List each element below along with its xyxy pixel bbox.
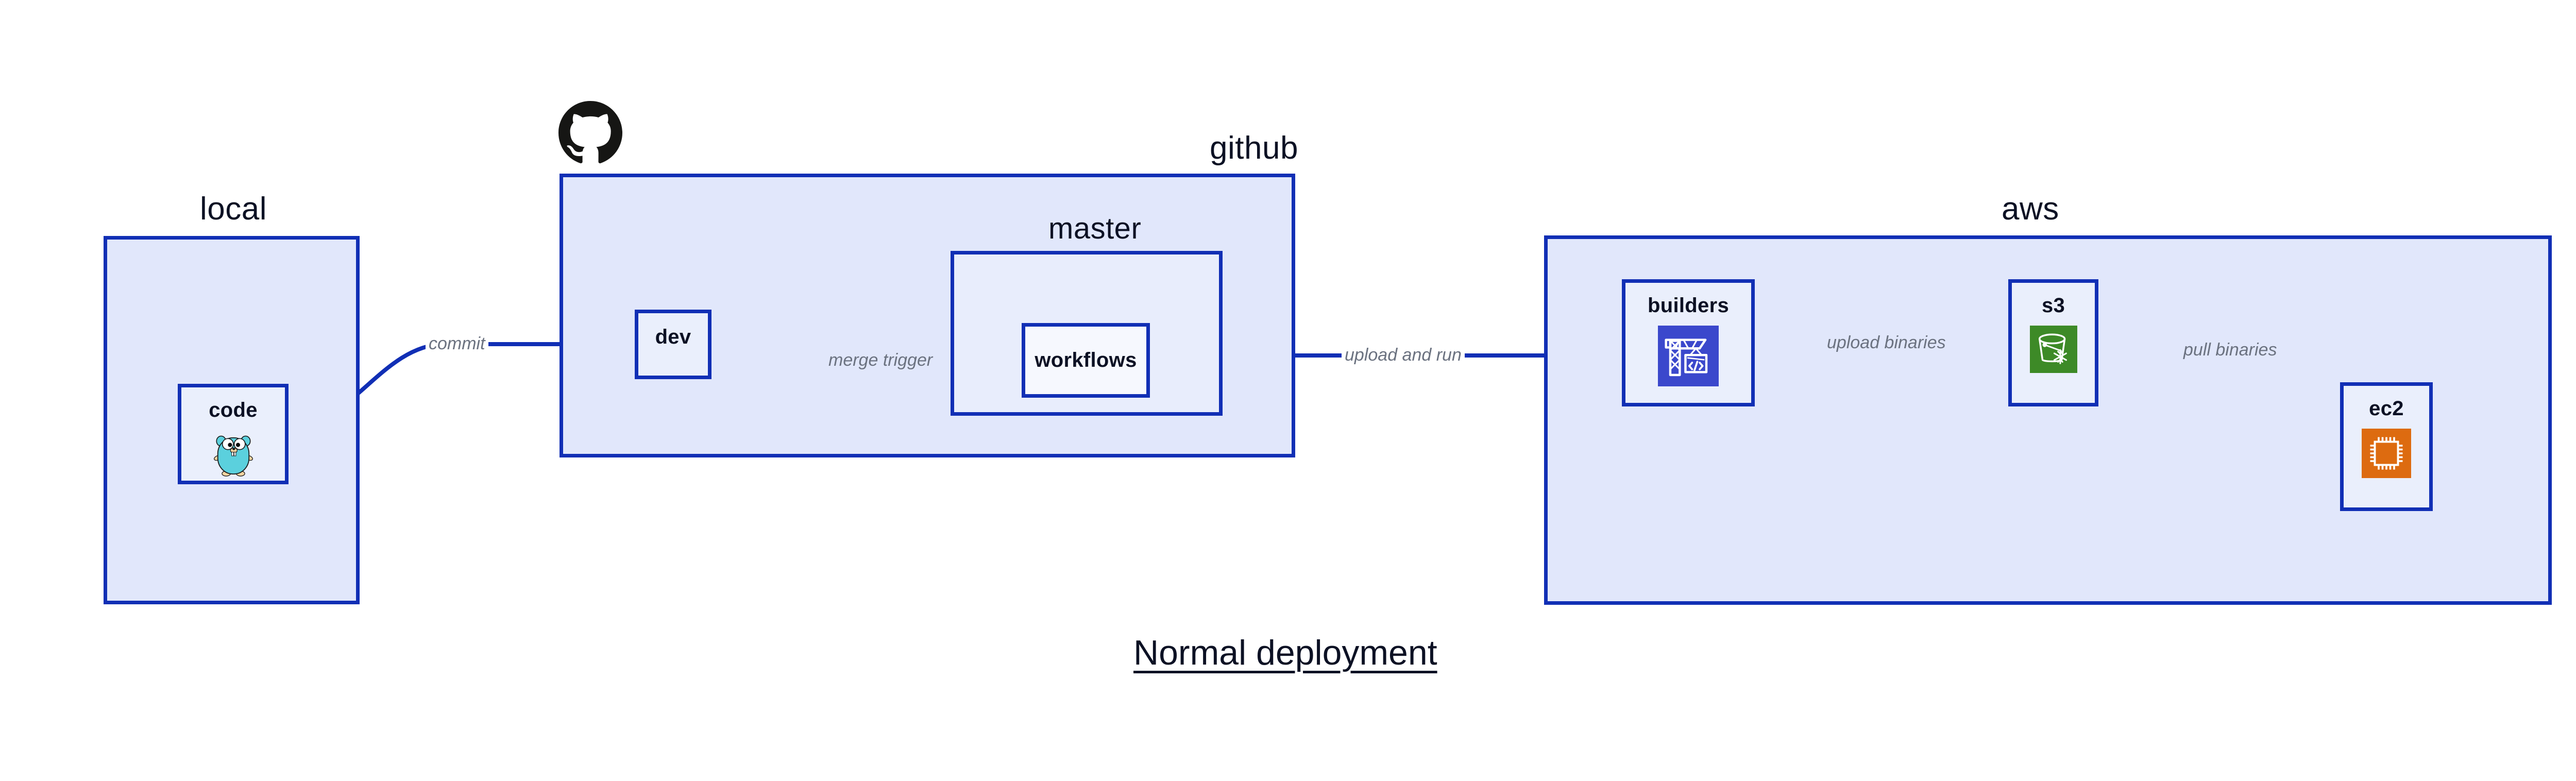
- group-local-label: local: [200, 191, 267, 227]
- group-github-label: github: [1210, 130, 1298, 166]
- aws-ec2-icon: [2362, 429, 2411, 481]
- group-master-label: master: [1048, 212, 1142, 245]
- edge-label-pull-binaries: pull binaries: [2180, 341, 2280, 359]
- github-octocat-icon: [558, 101, 622, 167]
- aws-s3-glacier-icon: [2029, 326, 2077, 376]
- node-code[interactable]: code: [178, 384, 289, 484]
- node-ec2-label: ec2: [2369, 397, 2404, 420]
- node-code-label: code: [209, 399, 258, 421]
- node-builders-label: builders: [1648, 294, 1729, 317]
- aws-codebuild-icon: [1658, 326, 1719, 389]
- diagram-title: Normal deployment: [1133, 633, 1437, 672]
- node-dev[interactable]: dev: [635, 310, 711, 379]
- node-workflows[interactable]: workflows: [1022, 323, 1150, 398]
- edge-label-upload-and-run: upload and run: [1342, 346, 1465, 364]
- edge-label-upload-binaries: upload binaries: [1824, 334, 1949, 351]
- node-dev-label: dev: [655, 326, 691, 348]
- edge-label-merge-trigger: merge trigger: [825, 351, 936, 369]
- edge-label-commit: commit: [426, 335, 488, 352]
- go-gopher-icon: [212, 430, 255, 479]
- node-builders[interactable]: builders: [1622, 279, 1755, 406]
- node-ec2[interactable]: ec2: [2340, 382, 2433, 511]
- node-workflows-label: workflows: [1035, 349, 1137, 371]
- node-s3[interactable]: s3: [2008, 279, 2098, 406]
- node-s3-label: s3: [2041, 294, 2065, 317]
- group-aws-label: aws: [2002, 191, 2059, 227]
